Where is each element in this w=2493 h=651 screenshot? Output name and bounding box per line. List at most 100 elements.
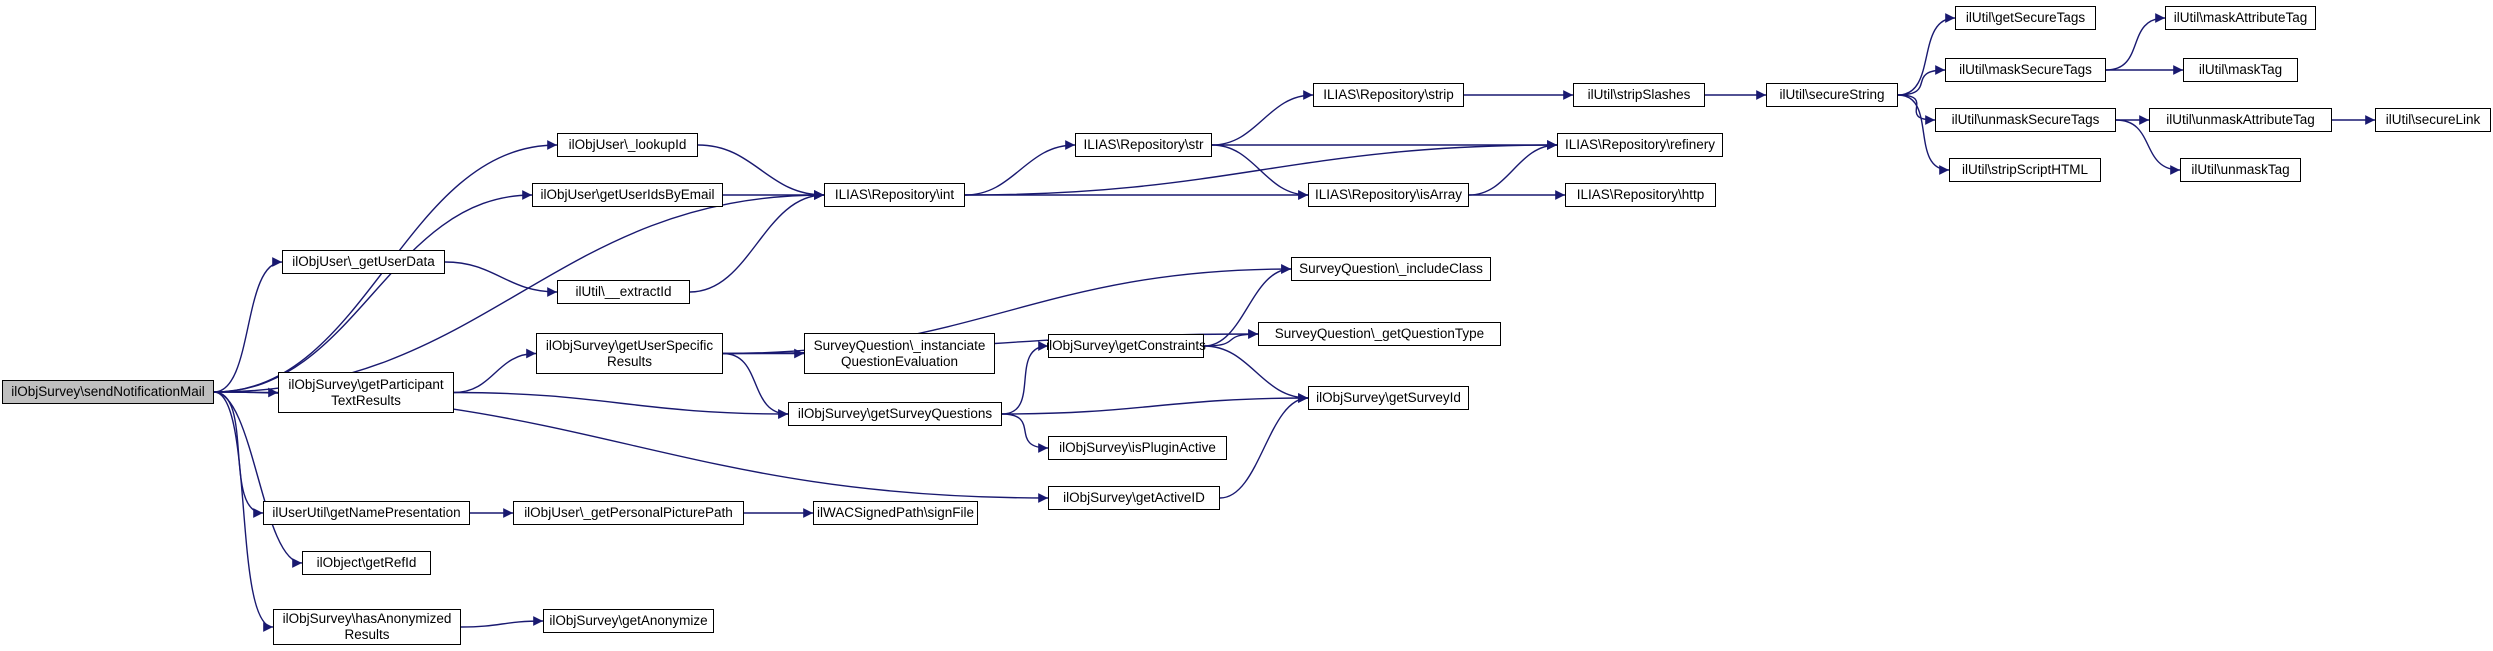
function-node-label: SurveyQuestion\_includeClass — [1299, 261, 1483, 276]
call-edge-get-user-data-to-extract-id — [444, 261, 558, 297]
function-node-label: ilObjSurvey\getActiveID — [1063, 490, 1205, 505]
function-node-label: ilObjSurvey\sendNotificationMail — [11, 384, 205, 399]
function-node-mask-tag[interactable]: ilUtil\maskTag — [2183, 58, 2298, 82]
call-edge-send-to-get-user-data — [213, 257, 283, 393]
function-node-label: ilUtil\stripSlashes — [1587, 87, 1691, 102]
function-node-get-user-data[interactable]: ilObjUser\_getUserData — [282, 250, 445, 274]
function-node-mask-secure-tags[interactable]: ilUtil\maskSecureTags — [1945, 58, 2106, 82]
function-node-unmask-attribute-tag[interactable]: ilUtil\unmaskAttributeTag — [2149, 108, 2332, 132]
call-edge-mask-secure-tags-to-mask-attribute-tag — [2105, 13, 2166, 71]
function-node-get-constraints[interactable]: ilObjSurvey\getConstraints — [1046, 334, 1206, 358]
call-edge-lookup-id-to-int — [697, 144, 825, 200]
function-node-label: Results — [344, 627, 390, 642]
call-edge-send-to-int — [213, 190, 825, 393]
function-node-label: ILIAS\Repository\strip — [1323, 87, 1454, 102]
function-node-http[interactable]: ILIAS\Repository\http — [1565, 183, 1716, 207]
function-node-label: ilObjSurvey\getSurveyId — [1316, 390, 1461, 405]
function-node-lookup-id[interactable]: ilObjUser\_lookupId — [557, 133, 698, 157]
function-node-label: ilUtil\unmaskSecureTags — [1951, 112, 2100, 127]
function-node-secure-link[interactable]: ilUtil\secureLink — [2375, 108, 2491, 132]
function-node-strip-slashes[interactable]: ilUtil\stripSlashes — [1573, 83, 1705, 107]
function-node-int[interactable]: ILIAS\Repository\int — [824, 183, 965, 207]
function-node-label: ILIAS\Repository\isArray — [1314, 187, 1463, 202]
call-edge-secure-string-to-mask-secure-tags — [1897, 65, 1946, 96]
function-node-sign-file[interactable]: ilWACSignedPath\signFile — [813, 501, 978, 525]
function-node-label: ilUtil\__extractId — [575, 284, 672, 299]
function-node-get-active-id[interactable]: ilObjSurvey\getActiveID — [1048, 486, 1220, 510]
call-edge-str-to-is-array — [1211, 144, 1309, 200]
function-node-secure-string[interactable]: ilUtil\secureString — [1766, 83, 1898, 107]
function-node-label: ilObjSurvey\getParticipant — [288, 376, 444, 392]
function-node-label: ILIAS\Repository\int — [834, 187, 955, 202]
call-edge-get-user-specific-results-to-get-survey-questions — [722, 352, 789, 419]
function-node-get-user-ids-by-email[interactable]: ilObjUser\getUserIdsByEmail — [532, 183, 723, 207]
function-node-label: ilObjUser\_getUserData — [292, 254, 435, 269]
function-node-label: ilObjUser\_lookupId — [568, 137, 687, 152]
function-node-get-secure-tags[interactable]: ilUtil\getSecureTags — [1955, 6, 2096, 30]
function-node-strip[interactable]: ILIAS\Repository\strip — [1313, 83, 1464, 107]
call-edge-secure-string-to-get-secure-tags — [1897, 13, 1956, 96]
function-node-unmask-secure-tags[interactable]: ilUtil\unmaskSecureTags — [1935, 108, 2116, 132]
function-node-label: SurveyQuestion\_getQuestionType — [1274, 326, 1485, 341]
function-node-is-plugin-active[interactable]: ilObjSurvey\isPluginActive — [1048, 436, 1227, 460]
function-node-unmask-tag[interactable]: ilUtil\unmaskTag — [2180, 158, 2301, 182]
function-node-label: ilObjSurvey\getSurveyQuestions — [797, 406, 993, 421]
function-node-label: ilUtil\maskSecureTags — [1959, 62, 2092, 77]
function-node-get-name-presentation[interactable]: ilUserUtil\getNamePresentation — [263, 501, 470, 525]
function-node-label: QuestionEvaluation — [840, 353, 959, 369]
function-node-include-class[interactable]: SurveyQuestion\_includeClass — [1291, 257, 1491, 281]
call-edge-get-constraints-to-include-class — [1203, 264, 1292, 347]
function-node-get-survey-questions[interactable]: ilObjSurvey\getSurveyQuestions — [788, 402, 1002, 426]
call-edge-get-participant-text-results-to-get-user-specific-results — [453, 348, 537, 394]
function-node-label: ilUtil\unmaskAttributeTag — [2166, 112, 2315, 127]
function-node-label: SurveyQuestion\_instanciate — [813, 337, 986, 353]
call-edge-send-to-get-user-ids-by-email — [213, 190, 533, 393]
call-edge-get-constraints-to-get-question-type — [1203, 329, 1259, 347]
function-node-is-array[interactable]: ILIAS\Repository\isArray — [1308, 183, 1469, 207]
call-edge-extract-id-to-int — [689, 190, 825, 293]
call-edge-get-survey-questions-to-get-constraints — [1001, 341, 1049, 415]
function-node-label: ilWACSignedPath\signFile — [816, 505, 975, 520]
function-node-label: ilObjUser\getUserIdsByEmail — [540, 187, 715, 202]
function-node-send: ilObjSurvey\sendNotificationMail — [2, 380, 214, 404]
call-edge-str-to-strip — [1211, 90, 1314, 146]
call-edge-get-survey-questions-to-is-plugin-active — [1001, 413, 1049, 453]
function-node-label: ilUserUtil\getNamePresentation — [272, 505, 461, 520]
function-node-label: ILIAS\Repository\str — [1083, 137, 1204, 152]
function-node-strip-script-html[interactable]: ilUtil\stripScriptHTML — [1949, 158, 2101, 182]
function-node-mask-attribute-tag[interactable]: ilUtil\maskAttributeTag — [2165, 6, 2316, 30]
function-node-get-anonymize[interactable]: ilObjSurvey\getAnonymize — [543, 609, 714, 633]
call-edge-secure-string-to-strip-script-html — [1897, 94, 1950, 175]
function-node-label: ILIAS\Repository\refinery — [1564, 137, 1716, 152]
function-node-label: ilUtil\unmaskTag — [2191, 162, 2290, 177]
function-node-label: ilObjUser\_getPersonalPicturePath — [524, 505, 733, 520]
function-node-label: ilUtil\getSecureTags — [1965, 10, 2086, 25]
function-node-label: ilUtil\secureLink — [2385, 112, 2481, 127]
function-node-label: ILIAS\Repository\http — [1576, 187, 1705, 202]
function-node-label: ilObjSurvey\isPluginActive — [1059, 440, 1216, 455]
call-edge-has-anonymized-results-to-get-anonymize — [460, 616, 544, 628]
function-node-label: ilObjSurvey\getUserSpecific — [545, 337, 714, 353]
function-node-label: ilUtil\secureString — [1779, 87, 1885, 102]
function-node-get-question-type[interactable]: SurveyQuestion\_getQuestionType — [1258, 322, 1501, 346]
function-node-refinery[interactable]: ILIAS\Repository\refinery — [1557, 133, 1723, 157]
function-node-get-survey-id[interactable]: ilObjSurvey\getSurveyId — [1308, 386, 1469, 410]
call-edge-send-to-has-anonymized-results — [213, 391, 274, 632]
function-node-label: Results — [606, 353, 652, 369]
call-edge-get-survey-questions-to-get-survey-id — [1001, 393, 1309, 415]
function-node-label: ilObjSurvey\hasAnonymized — [282, 611, 452, 626]
function-node-extract-id[interactable]: ilUtil\__extractId — [557, 280, 690, 304]
call-edge-is-array-to-refinery — [1468, 140, 1558, 196]
function-node-str[interactable]: ILIAS\Repository\str — [1075, 133, 1212, 157]
call-edge-get-participant-text-results-to-get-survey-questions — [453, 391, 789, 419]
function-node-get-personal-picture-path[interactable]: ilObjUser\_getPersonalPicturePath — [513, 501, 744, 525]
function-node-get-ref-id[interactable]: ilObject\getRefId — [302, 551, 431, 575]
function-node-label: ilUtil\maskAttributeTag — [2173, 10, 2308, 25]
call-edge-get-constraints-to-get-survey-id — [1203, 345, 1309, 403]
function-node-label: ilObjSurvey\getAnonymize — [549, 613, 708, 628]
function-node-label: ilUtil\maskTag — [2198, 62, 2283, 77]
